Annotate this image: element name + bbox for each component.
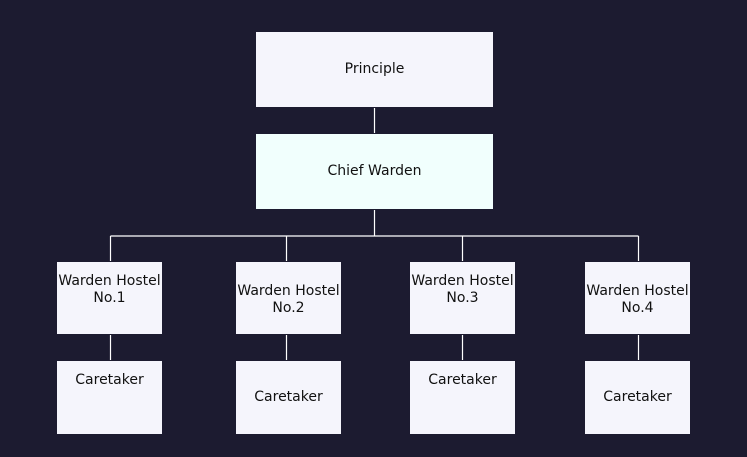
caretaker-2-label: Caretaker [254, 389, 323, 405]
warden-hostel-4-box: Warden Hostel No.4 [584, 261, 691, 335]
principal-label: Principle [344, 61, 405, 77]
warden-hostel-2-label: Warden Hostel [237, 283, 340, 299]
warden-hostel-2-number: No.2 [272, 300, 305, 316]
caretaker-3-label: Caretaker [428, 372, 497, 388]
caretaker-3-box: Caretaker [409, 360, 516, 435]
caretaker-1-label: Caretaker [75, 372, 144, 388]
warden-hostel-2-box: Warden Hostel No.2 [235, 261, 342, 335]
caretaker-4-box: Caretaker [584, 360, 691, 435]
warden-hostel-3-label: Warden Hostel [411, 273, 514, 289]
chief-warden-box: Chief Warden [255, 133, 494, 210]
chief-warden-label: Chief Warden [327, 163, 422, 179]
warden-hostel-1-number: No.1 [93, 290, 126, 306]
warden-hostel-1-box: Warden Hostel No.1 [56, 261, 163, 335]
caretaker-1-box: Caretaker [56, 360, 163, 435]
warden-hostel-4-label: Warden Hostel [586, 283, 689, 299]
caretaker-2-box: Caretaker [235, 360, 342, 435]
caretaker-4-label: Caretaker [603, 389, 672, 405]
principal-box: Principle [255, 31, 494, 108]
warden-hostel-4-number: No.4 [621, 300, 654, 316]
warden-hostel-3-box: Warden Hostel No.3 [409, 261, 516, 335]
warden-hostel-3-number: No.3 [446, 290, 479, 306]
warden-hostel-1-label: Warden Hostel [58, 273, 161, 289]
